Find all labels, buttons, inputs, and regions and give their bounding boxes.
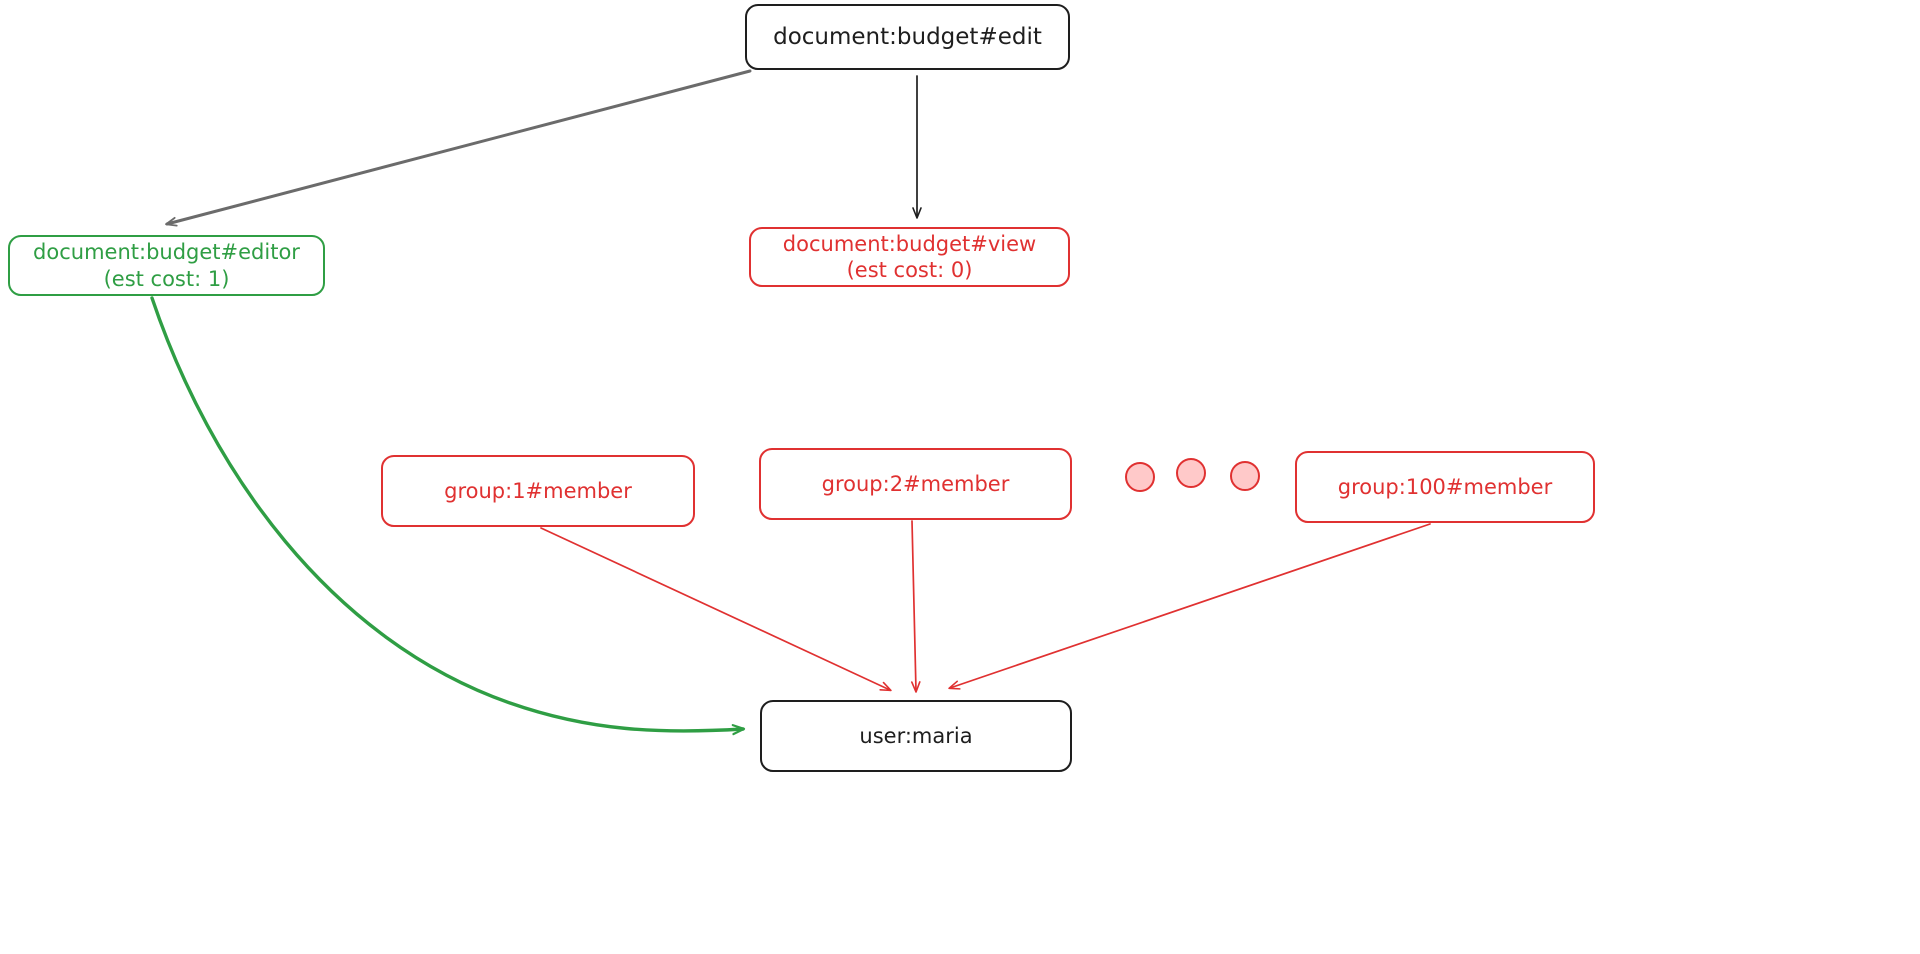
- ellipsis-dot-icon: [1230, 461, 1260, 491]
- node-user-maria[interactable]: user:maria: [760, 700, 1072, 772]
- node-document-budget-edit[interactable]: document:budget#edit: [745, 4, 1070, 70]
- edge-group1-to-user: [540, 527, 892, 692]
- node-label: group:2#member: [821, 471, 1010, 496]
- node-group-1-member[interactable]: group:1#member: [381, 455, 695, 527]
- node-label: group:100#member: [1337, 474, 1553, 499]
- node-cost-label: (est cost: 1): [103, 266, 230, 291]
- ellipsis-dot-icon: [1176, 458, 1206, 488]
- node-cost-label: (est cost: 0): [846, 258, 973, 282]
- node-label: group:1#member: [444, 478, 632, 503]
- node-label: document:budget#edit: [773, 23, 1042, 50]
- node-group-2-member[interactable]: group:2#member: [759, 448, 1072, 520]
- node-label: document:budget#editor: [33, 240, 300, 265]
- edge-group2-to-user: [910, 520, 921, 693]
- node-label: user:maria: [859, 723, 973, 748]
- node-document-budget-editor[interactable]: document:budget#editor (est cost: 1): [8, 235, 325, 296]
- node-group-100-member[interactable]: group:100#member: [1295, 451, 1595, 523]
- node-label: document:budget#view: [782, 231, 1037, 256]
- node-document-budget-view[interactable]: document:budget#view (est cost: 0): [749, 227, 1070, 287]
- edge-editor-to-user: [150, 296, 743, 731]
- edge-group100-to-user: [948, 523, 1431, 690]
- ellipsis-dot-icon: [1125, 462, 1155, 492]
- edge-edit-to-editor: [165, 69, 752, 227]
